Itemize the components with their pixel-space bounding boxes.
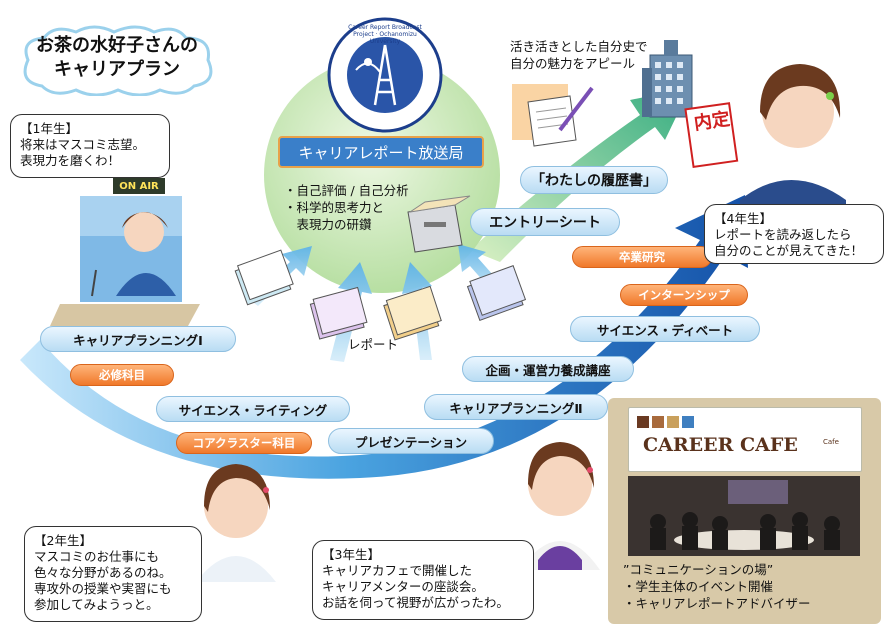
speech-year1: 【1年生】 将来はマスコミ志望。 表現力を磨くわ！ bbox=[10, 114, 170, 178]
year2-character bbox=[196, 464, 276, 582]
label-required: 必修科目 bbox=[70, 364, 174, 386]
speech-year2-head: 【2年生】 bbox=[34, 533, 92, 548]
cafe-line-3: ・キャリアレポートアドバイザー bbox=[623, 596, 811, 611]
label-science-debate: サイエンス・ディベート bbox=[570, 316, 760, 342]
label-presentation: プレゼンテーション bbox=[328, 428, 494, 454]
speech-year1-head: 【1年生】 bbox=[20, 121, 78, 136]
cafe-photo-illustration bbox=[628, 476, 860, 556]
speech-year2-line-3: 専攻外の授業や実習にも bbox=[34, 581, 172, 596]
cafe-line-2: ・学生主体のイベント開催 bbox=[623, 579, 774, 594]
station-bullet-2: ・科学的思考力と bbox=[284, 200, 385, 215]
speech-year3-line-2: キャリアメンターの座談会。 bbox=[322, 579, 484, 594]
history-note-1: 活き活きとした自分史で bbox=[510, 39, 648, 54]
report-label: レポート bbox=[348, 337, 399, 352]
title-cloud bbox=[23, 25, 213, 96]
building-icon bbox=[642, 40, 693, 118]
onair-sign: ON AIR bbox=[113, 178, 165, 194]
speech-year2-line-2: 色々な分野があるのね。 bbox=[34, 565, 172, 580]
year1-studio-illustration bbox=[50, 196, 200, 326]
label-planning: 企画・運営力養成講座 bbox=[462, 356, 634, 382]
report-stacks bbox=[234, 249, 527, 341]
speech-year4-head: 【4年生】 bbox=[714, 211, 772, 226]
speech-year3-line-3: お話を伺って視野が広がったわ。 bbox=[322, 595, 509, 610]
station-label: キャリアレポート放送局 bbox=[278, 136, 484, 168]
speech-year2: 【2年生】 マスコミのお仕事にも 色々な分野があるのね。 専攻外の授業や実習にも… bbox=[24, 526, 202, 622]
title-line-1: お茶の水好子さんの bbox=[36, 35, 198, 56]
cafe-square-3 bbox=[667, 416, 679, 428]
speech-year1-line-1: 将来はマスコミ志望。 bbox=[20, 137, 146, 152]
naitei-stamp bbox=[684, 102, 739, 168]
label-science-writing: サイエンス・ライティング bbox=[156, 396, 350, 422]
cafe-square-2 bbox=[652, 416, 664, 428]
cafe-list: ”コミュニケーションの場” ・学生主体のイベント開催 ・キャリアレポートアドバイ… bbox=[623, 561, 811, 612]
label-core-cluster: コアクラスター科目 bbox=[176, 432, 312, 454]
cafe-cup-text: Cafe bbox=[823, 438, 839, 446]
label-career-planning-1: キャリアプランニングⅠ bbox=[40, 326, 236, 352]
year3-character bbox=[520, 442, 600, 570]
speech-year4-line-1: レポートを読み返したら bbox=[714, 227, 852, 242]
cafe-photo bbox=[628, 476, 860, 556]
speech-year3: 【3年生】 キャリアカフェで開催した キャリアメンターの座談会。 お話を伺って視… bbox=[312, 540, 534, 620]
speech-year3-head: 【3年生】 bbox=[322, 547, 380, 562]
speech-year4-line-2: 自分のことが見えてきた！ bbox=[714, 243, 864, 258]
speech-year2-line-1: マスコミのお仕事にも bbox=[34, 549, 160, 564]
cafe-sign-text: CAREER CAFE bbox=[643, 434, 798, 456]
rirekisho-label: 「わたしの履歴書」 bbox=[520, 166, 668, 194]
cafe-square-4 bbox=[682, 416, 694, 428]
cafe-square-1 bbox=[637, 416, 649, 428]
cafe-color-squares bbox=[637, 416, 694, 428]
speech-year4: 【4年生】 レポートを読み返したら 自分のことが見えてきた！ bbox=[704, 204, 884, 264]
history-document bbox=[512, 84, 594, 147]
label-career-planning-2: キャリアプランニングⅡ bbox=[424, 394, 608, 420]
cafe-line-1: ”コミュニケーションの場” bbox=[623, 562, 774, 577]
history-note: 活き活きとした自分史で 自分の魅力をアピール bbox=[510, 38, 648, 72]
station-bullet-1: ・自己評価 / 自己分析 bbox=[284, 183, 409, 198]
speech-year1-line-2: 表現力を磨くわ！ bbox=[20, 153, 121, 168]
history-note-2: 自分の魅力をアピール bbox=[510, 56, 636, 71]
broadcast-seal bbox=[327, 17, 443, 133]
year4-character bbox=[740, 64, 846, 218]
career-cafe-sign: CAREER CAFE Cafe bbox=[628, 407, 862, 472]
station-bullet-3: 表現力の研鑽 bbox=[284, 217, 372, 232]
page-title: お茶の水好子さんの キャリアプラン bbox=[14, 34, 220, 82]
file-cabinet-icon bbox=[407, 195, 471, 253]
title-line-2: キャリアプラン bbox=[54, 59, 180, 80]
entry-sheet-label: エントリーシート bbox=[470, 208, 620, 236]
speech-year3-line-1: キャリアカフェで開催した bbox=[322, 563, 473, 578]
seal-text: Career Report Broadcast Project · Ochano… bbox=[348, 24, 422, 45]
label-internship: インターンシップ bbox=[620, 284, 748, 306]
station-bullets: ・自己評価 / 自己分析 ・科学的思考力と 表現力の研鑽 bbox=[284, 182, 409, 233]
label-thesis: 卒業研究 bbox=[572, 246, 712, 268]
speech-year2-line-4: 参加してみようっと。 bbox=[34, 597, 159, 612]
